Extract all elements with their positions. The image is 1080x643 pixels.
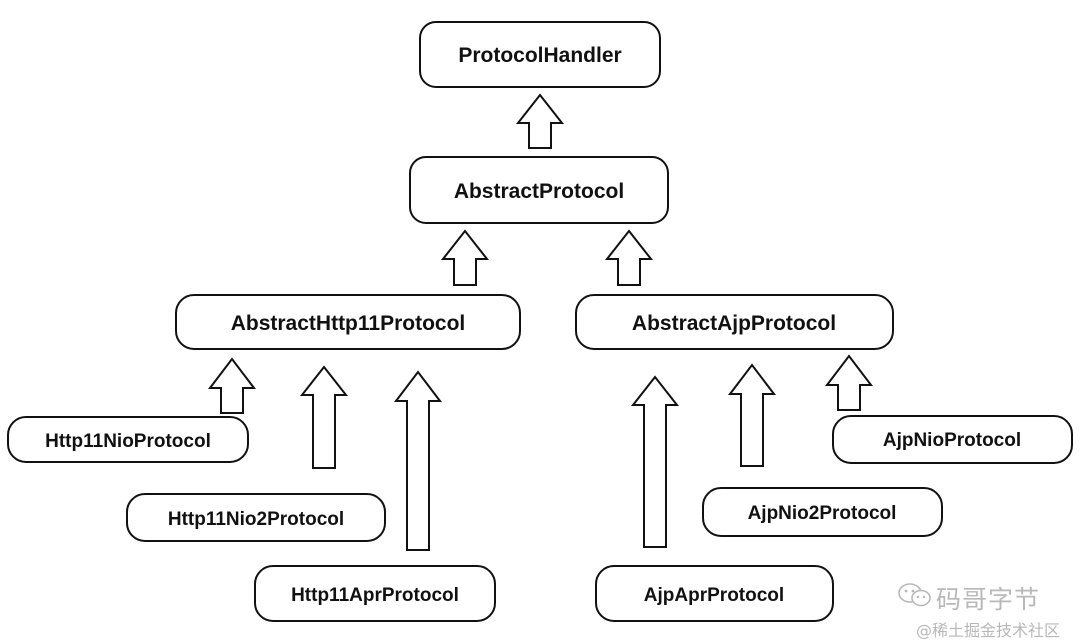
node-box: [575, 294, 894, 350]
node-label: AjpNio2Protocol: [748, 503, 897, 524]
node-ajp-nio-protocol: AjpNioProtocol: [832, 415, 1073, 464]
node-label: Http11AprProtocol: [291, 585, 459, 606]
node-ajp-apr-protocol: AjpAprProtocol: [595, 565, 834, 622]
node-box: [254, 565, 496, 622]
node-label: AjpAprProtocol: [644, 585, 784, 606]
node-abstract-http11-protocol: AbstractHttp11Protocol: [175, 294, 521, 350]
node-label: AbstractHttp11Protocol: [231, 312, 466, 335]
node-http11-nio2-protocol: Http11Nio2Protocol: [126, 493, 386, 542]
node-http11-apr-protocol: Http11AprProtocol: [254, 565, 496, 622]
node-box: [832, 415, 1073, 464]
arrow-http11-apr-to-abstract-http11: [393, 370, 443, 551]
node-label: AbstractAjpProtocol: [632, 312, 836, 335]
node-label: ProtocolHandler: [458, 44, 621, 67]
node-ajp-nio2-protocol: AjpNio2Protocol: [702, 487, 943, 537]
node-box: [409, 156, 669, 224]
node-abstract-protocol: AbstractProtocol: [409, 156, 669, 224]
node-label: Http11Nio2Protocol: [168, 509, 344, 530]
arrow-ajp-apr-to-abstract-ajp: [630, 375, 680, 548]
arrow-abstract-http11-to-abstract-protocol: [440, 229, 490, 286]
node-box: [595, 565, 834, 622]
node-box: [126, 493, 386, 542]
node-label: AbstractProtocol: [454, 180, 624, 203]
arrow-ajp-nio-to-abstract-ajp: [824, 354, 874, 411]
arrow-ajp-nio2-to-abstract-ajp: [727, 363, 777, 467]
watermark-author: 码哥字节: [936, 585, 1041, 614]
watermark-source: @稀土掘金技术社区: [916, 621, 1061, 640]
node-label: AjpNioProtocol: [883, 430, 1021, 451]
node-box: [175, 294, 521, 350]
node-box: [419, 21, 661, 88]
node-abstract-ajp-protocol: AbstractAjpProtocol: [575, 294, 894, 350]
inheritance-arrows: [207, 93, 874, 551]
node-http11-nio-protocol: Http11NioProtocol: [7, 416, 249, 463]
wechat-icon: [898, 583, 931, 607]
node-box: [7, 416, 249, 463]
node-label: Http11NioProtocol: [45, 431, 211, 452]
arrow-abstract-protocol-to-protocol-handler: [515, 93, 565, 149]
arrow-http11-nio2-to-abstract-http11: [299, 365, 349, 469]
arrow-http11-nio-to-abstract-http11: [207, 357, 257, 414]
node-protocol-handler: ProtocolHandler: [419, 21, 661, 88]
node-box: [702, 487, 943, 537]
arrow-abstract-ajp-to-abstract-protocol: [604, 229, 654, 286]
